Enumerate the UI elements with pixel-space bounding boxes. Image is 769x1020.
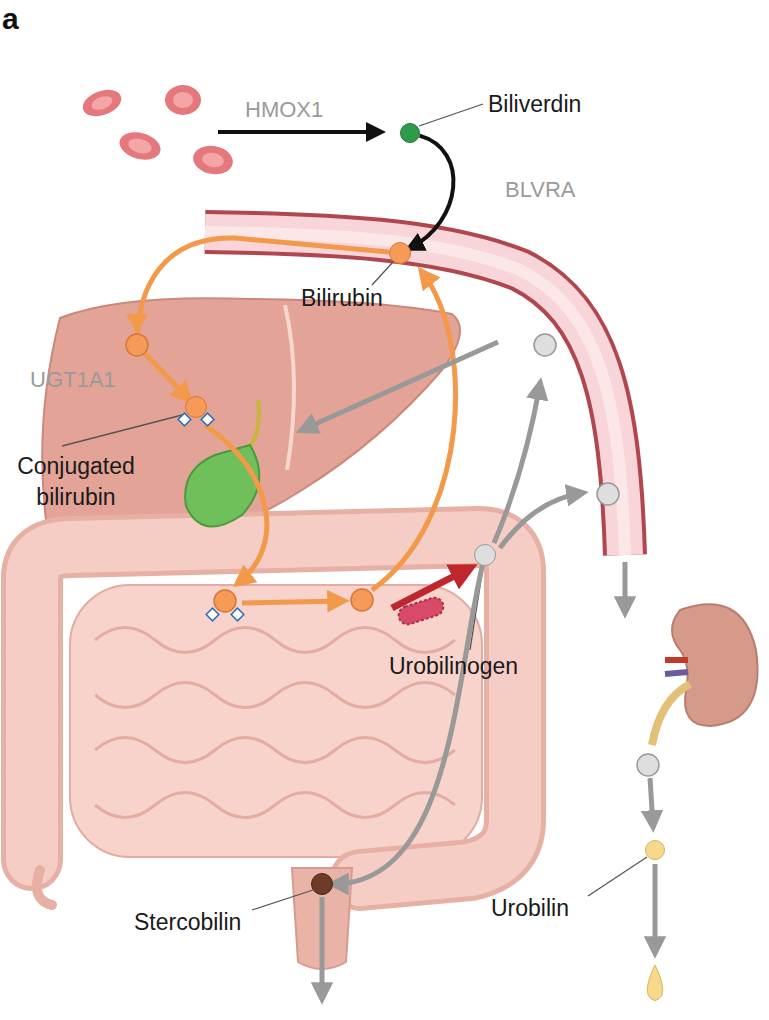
renal-artery [665,657,688,663]
hmox1-arrow [218,130,380,134]
fecal-excretion-arrow [320,897,325,998]
blood-vessel-wall [205,232,625,555]
molecule-label: Bilirubin [301,284,383,313]
bilirubin-molecule [351,589,373,611]
leader-line [419,104,483,126]
leader-lines [62,104,647,910]
loop [95,793,455,818]
rbc [165,85,201,115]
urine-droplet [647,965,662,1001]
bilirubin-molecule [126,334,148,356]
kidney [672,604,758,726]
pathway-arrow [137,238,389,399]
rbc [79,85,125,121]
molecule-label: Biliverdin [488,90,581,119]
portal-absorption-arrow [494,384,540,543]
leader-line [252,890,313,910]
glucuronide [206,608,219,621]
large-intestine-outline [32,537,515,880]
rbc-center [173,92,193,108]
molecule-node: Biliverdin [400,123,420,143]
bile-flow-arrow [205,425,267,583]
blood-vessel [205,232,625,555]
systemic-absorption-arrow [500,493,582,548]
liver-ligament [285,305,294,470]
appendix [37,870,52,905]
renal-filtration-arrow [623,562,628,612]
pathway-arrow [410,136,454,248]
pathway-arrow [333,566,482,884]
reabsorption-arrow [372,272,456,590]
molecule-node: Urobilin [645,840,665,860]
enzyme-label: BLVRA [505,176,576,204]
molecule-label: Urobilinogen [389,652,518,681]
bacterium [396,595,445,626]
rbc [116,128,163,164]
enzyme-label: HMOX1 [245,96,323,124]
gallbladder [185,445,259,527]
rbc [191,143,235,178]
molecule-node: Conjugated bilirubin [185,396,207,418]
oxidation-arrow [650,778,653,826]
rbc-center [90,94,115,113]
bile-duct [250,400,259,446]
ureter [652,684,690,745]
molecule-label: Stercobilin [134,908,241,937]
large-intestine [32,537,515,880]
glucuronide [231,608,244,621]
blood-vessel-lumen [205,232,625,555]
renal-vein [665,672,688,674]
molecule-node: Stercobilin [311,873,333,895]
loop [95,628,455,653]
rbc-center [127,136,154,156]
loop [95,738,455,763]
molecule-node: Bilirubin [389,242,411,264]
deconjugation-arrow [242,601,343,603]
molecule-label: Conjugated bilirubin [1,451,151,513]
small-intestine [70,585,482,857]
rbc-center [201,151,225,169]
molecule-label: Urobilin [491,894,569,923]
leader-line [62,414,186,446]
conjugated-bilirubin-molecule [214,590,236,612]
urobilinogen-molecule [534,334,556,356]
leader-line [372,262,393,285]
enzyme-label: UGT1A1 [30,366,116,394]
hepatic-uptake-arrow [302,342,498,430]
molecule-node: Urobilinogen [474,544,496,566]
urine-excretion-arrow [653,864,658,952]
leader-line [588,857,647,896]
hepatic-uptake-arrowhead [126,314,148,333]
red-blood-cells [79,85,235,177]
urobilinogen-molecule [637,754,659,776]
panel-letter: a [2,2,19,36]
urobilinogen-molecule [597,483,619,505]
loop [95,683,455,708]
